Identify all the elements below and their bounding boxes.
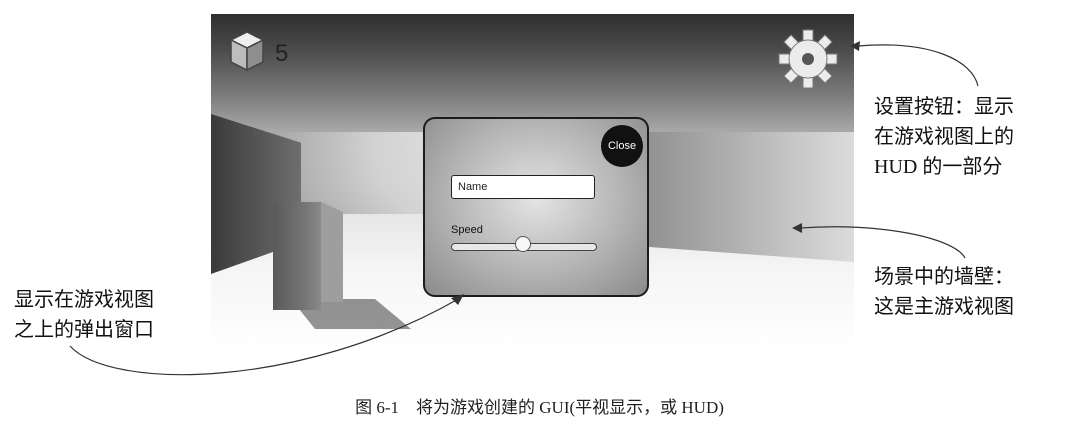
annotation-line: HUD 的一部分 [874,156,1003,178]
annotation-settings: 设置按钮：显示 在游戏视图上的 HUD 的一部分 [874,92,1014,182]
cube-counter: 5 [275,40,289,67]
annotation-line: 显示在游戏视图 [14,289,154,311]
close-button[interactable]: Close [601,125,643,167]
annotation-popup: 显示在游戏视图 之上的弹出窗口 [14,285,154,345]
gear-icon[interactable] [777,28,839,90]
name-input[interactable] [451,175,595,199]
pillar [273,202,321,310]
game-view: 5 [211,14,854,350]
speed-label: Speed [451,224,483,236]
wall-right [641,132,854,262]
figure-caption: 图 6-1 将为游戏创建的 GUI(平视显示，或 HUD) [355,398,724,417]
cube-icon [229,31,265,72]
annotation-line: 设置按钮：显示 [874,96,1014,118]
speed-slider-thumb[interactable] [515,236,531,252]
annotation-line: 场景中的墙壁： [874,266,1014,288]
annotation-line: 这是主游戏视图 [874,296,1014,318]
arrow-settings [857,44,979,87]
popup-window: Close Speed [423,117,649,297]
annotation-wall: 场景中的墙壁： 这是主游戏视图 [874,262,1014,322]
pillar-side [321,202,343,302]
ceiling [211,14,854,132]
annotation-line: 之上的弹出窗口 [14,319,154,341]
annotation-line: 在游戏视图上的 [874,126,1014,148]
